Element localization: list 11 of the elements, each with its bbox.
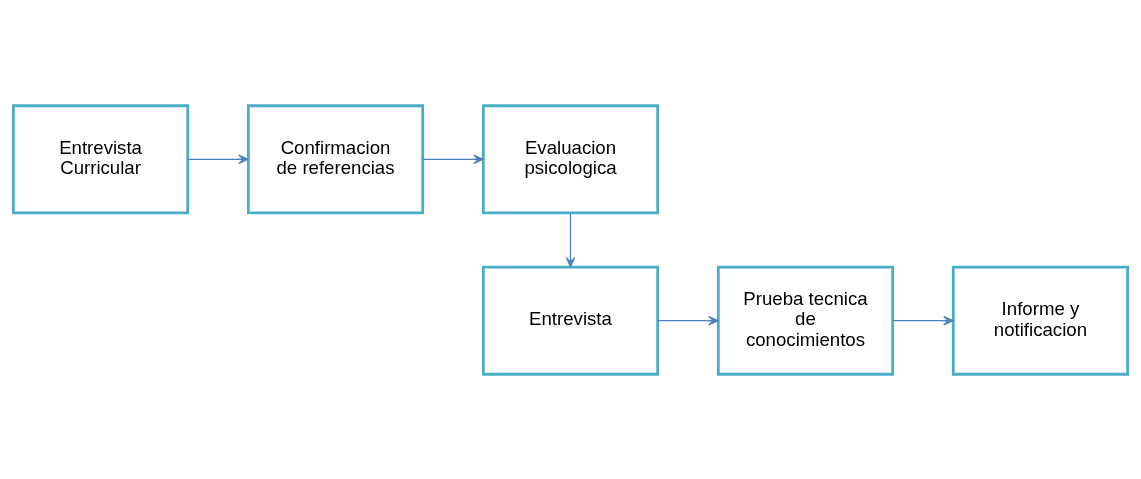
node-box: Evaluacion psicologica [481,103,660,214]
node-box: Informe y notificacion [951,265,1130,376]
arrow [657,315,719,325]
node-box: Confirmacion de referencias [246,103,425,214]
node-box: Entrevista [481,265,660,376]
arrow [565,212,576,267]
arrow [422,154,484,164]
arrow [187,154,249,164]
arrow [892,315,954,325]
node-box: Entrevista Curricular [11,103,190,214]
node-box: Prueba tecnica de conocimientos [716,265,895,376]
